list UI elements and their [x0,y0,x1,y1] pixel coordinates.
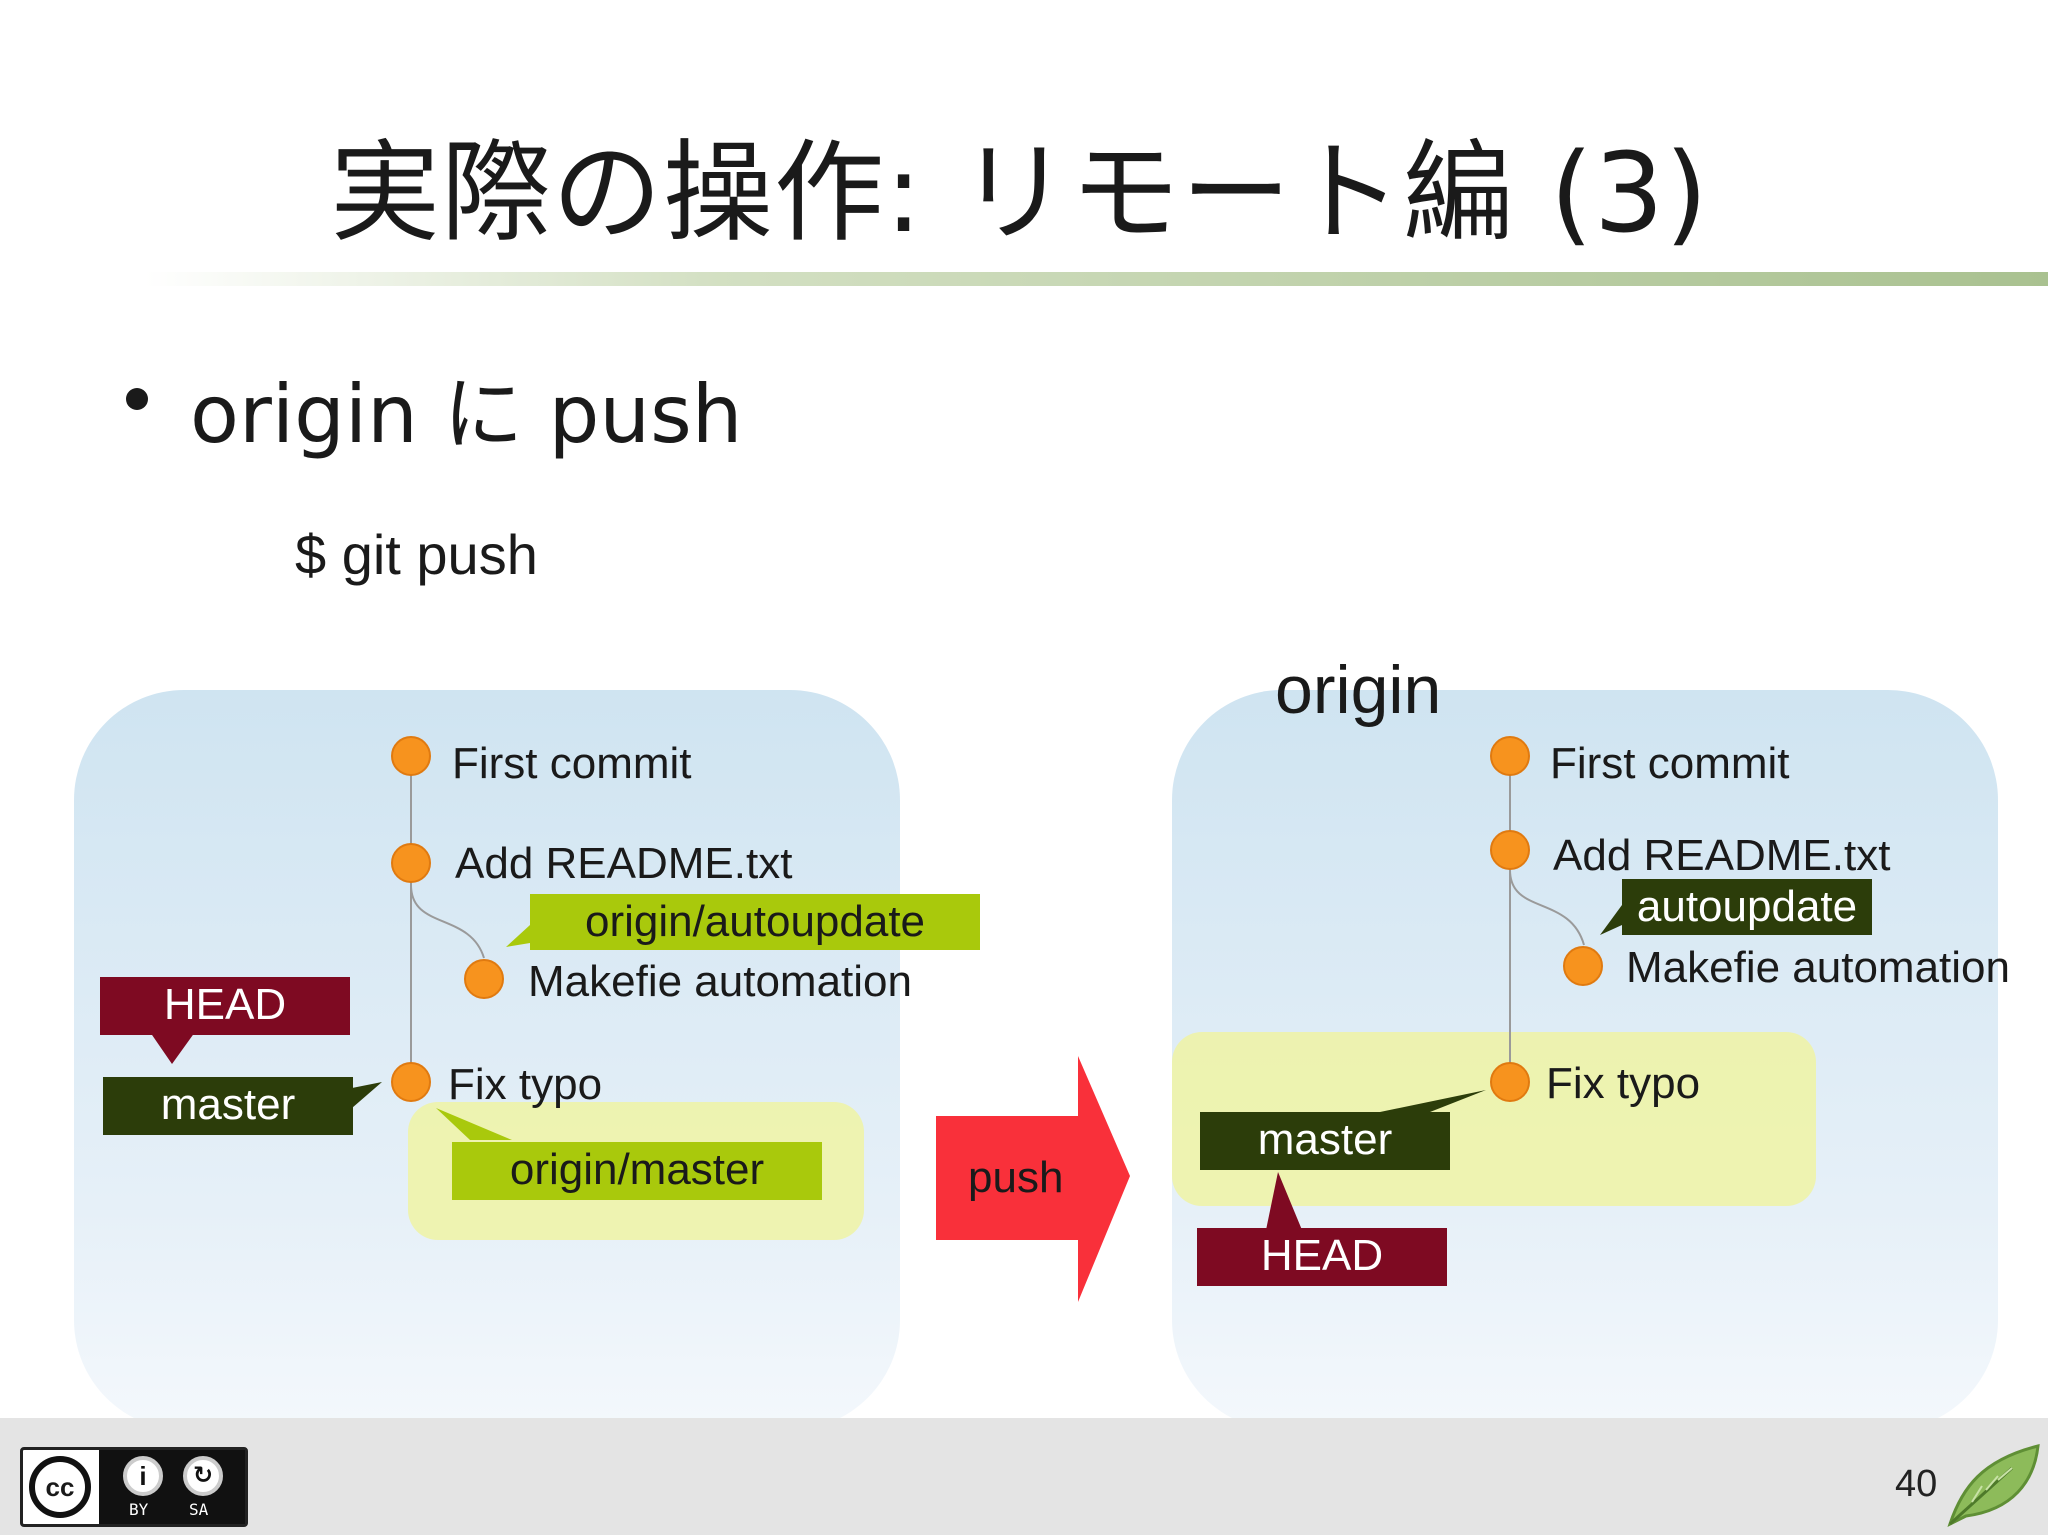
origin-autoupdate-pointer [506,925,530,947]
commit-node [1563,946,1603,986]
cc-logo-icon: cc [29,1456,91,1518]
master-pointer-remote [1380,1090,1486,1112]
commit-node [391,736,431,776]
commit-node [1490,1062,1530,1102]
commit-label: Add README.txt [1553,831,1891,880]
master-pointer [352,1082,382,1108]
command-text: $ git push [295,523,538,586]
master-tag: master [1200,1112,1450,1170]
share-alike-icon: ↻ [183,1456,223,1496]
local-commit-graph [150,755,530,1140]
sa-text: SA [189,1500,209,1519]
commit-label: Add README.txt [455,839,793,888]
head-tag: HEAD [1197,1228,1447,1286]
head-pointer [150,1032,195,1064]
by-text: BY [129,1500,149,1519]
commit-label: First commit [452,739,692,788]
slide-title: 実際の操作: リモート編 (3) [330,129,1709,257]
master-tag: master [103,1077,353,1135]
page-number: 40 [1895,1463,1938,1505]
commit-node [464,959,504,999]
footer-bar [0,1418,2048,1535]
local-repo-panel [74,690,900,1430]
bullet-point-icon [126,388,148,410]
commit-label: Fix typo [1546,1059,1701,1108]
remote-repo-name: origin [1275,652,1442,728]
autoupdate-pointer [1600,905,1622,935]
commit-node [391,843,431,883]
commit-label: Fix typo [448,1060,603,1109]
origin-master-pointer [436,1108,512,1140]
push-label: push [968,1153,1064,1202]
autoupdate-tag: autoupdate [1622,879,1872,935]
attribution-icon: i [123,1456,163,1496]
push-arrow-icon [936,1056,1130,1302]
cc-text: cc [45,1472,75,1502]
title-divider [145,272,2048,286]
commit-node [1490,830,1530,870]
license-strip [99,1450,245,1524]
remote-graph-branch [1509,869,1585,946]
bullet-text: origin に push [190,368,743,461]
head-pointer-remote [1266,1172,1302,1230]
commit-label: Makefie automation [1626,943,2010,992]
origin-master-tag: origin/master [452,1142,822,1200]
leaf-icon [1947,1444,2040,1527]
origin-autoupdate-tag: origin/autoupdate [530,894,980,950]
head-tag: HEAD [100,977,350,1035]
commit-label: First commit [1550,739,1790,788]
cc-by-sa-icon: cc i ↻ BY SA [20,1447,248,1527]
commit-node [1490,736,1530,776]
commit-label: Makefie automation [528,957,912,1006]
remote-commit-graph [1266,755,1622,1230]
commit-node [391,1062,431,1102]
local-graph-branch [410,884,485,959]
